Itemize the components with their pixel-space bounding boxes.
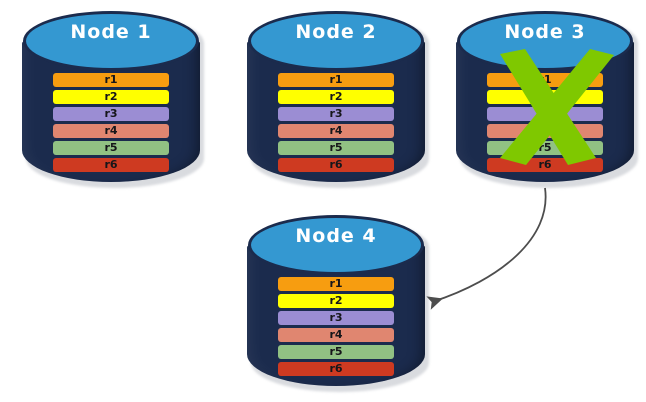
node-top-disc xyxy=(248,215,424,275)
record-bar-r6[interactable]: r6 xyxy=(278,362,394,376)
record-bar-r2[interactable]: r2 xyxy=(487,90,603,104)
record-bar-r5[interactable]: r5 xyxy=(278,141,394,155)
record-bar-r1[interactable]: r1 xyxy=(278,73,394,87)
record-bar-r4[interactable]: r4 xyxy=(53,124,169,138)
record-bar-r5[interactable]: r5 xyxy=(278,345,394,359)
record-bar-r1[interactable]: r1 xyxy=(278,277,394,291)
node-top-disc xyxy=(248,11,424,71)
record-list: r1 r2 r3 r4 r5 r6 xyxy=(278,277,394,376)
record-bar-r2[interactable]: r2 xyxy=(278,294,394,308)
record-list: r1 r2 r3 r4 r5 r6 xyxy=(53,73,169,172)
record-bar-r4[interactable]: r4 xyxy=(278,328,394,342)
record-bar-r2[interactable]: r2 xyxy=(53,90,169,104)
record-bar-r3[interactable]: r3 xyxy=(278,107,394,121)
record-bar-r1[interactable]: r1 xyxy=(487,73,603,87)
record-bar-r1[interactable]: r1 xyxy=(53,73,169,87)
record-bar-r5[interactable]: r5 xyxy=(53,141,169,155)
record-bar-r3[interactable]: r3 xyxy=(278,311,394,325)
node-top-disc xyxy=(457,11,633,71)
record-bar-r6[interactable]: r6 xyxy=(278,158,394,172)
record-bar-r2[interactable]: r2 xyxy=(278,90,394,104)
record-bar-r3[interactable]: r3 xyxy=(487,107,603,121)
record-list: r1 r2 r3 r4 r5 r6 xyxy=(278,73,394,172)
record-bar-r4[interactable]: r4 xyxy=(278,124,394,138)
record-bar-r5[interactable]: r5 xyxy=(487,141,603,155)
node-top-disc xyxy=(23,11,199,71)
record-bar-r6[interactable]: r6 xyxy=(487,158,603,172)
record-bar-r3[interactable]: r3 xyxy=(53,107,169,121)
record-bar-r4[interactable]: r4 xyxy=(487,124,603,138)
record-list: r1 r2 r3 r4 r5 r6 xyxy=(487,73,603,172)
record-bar-r6[interactable]: r6 xyxy=(53,158,169,172)
